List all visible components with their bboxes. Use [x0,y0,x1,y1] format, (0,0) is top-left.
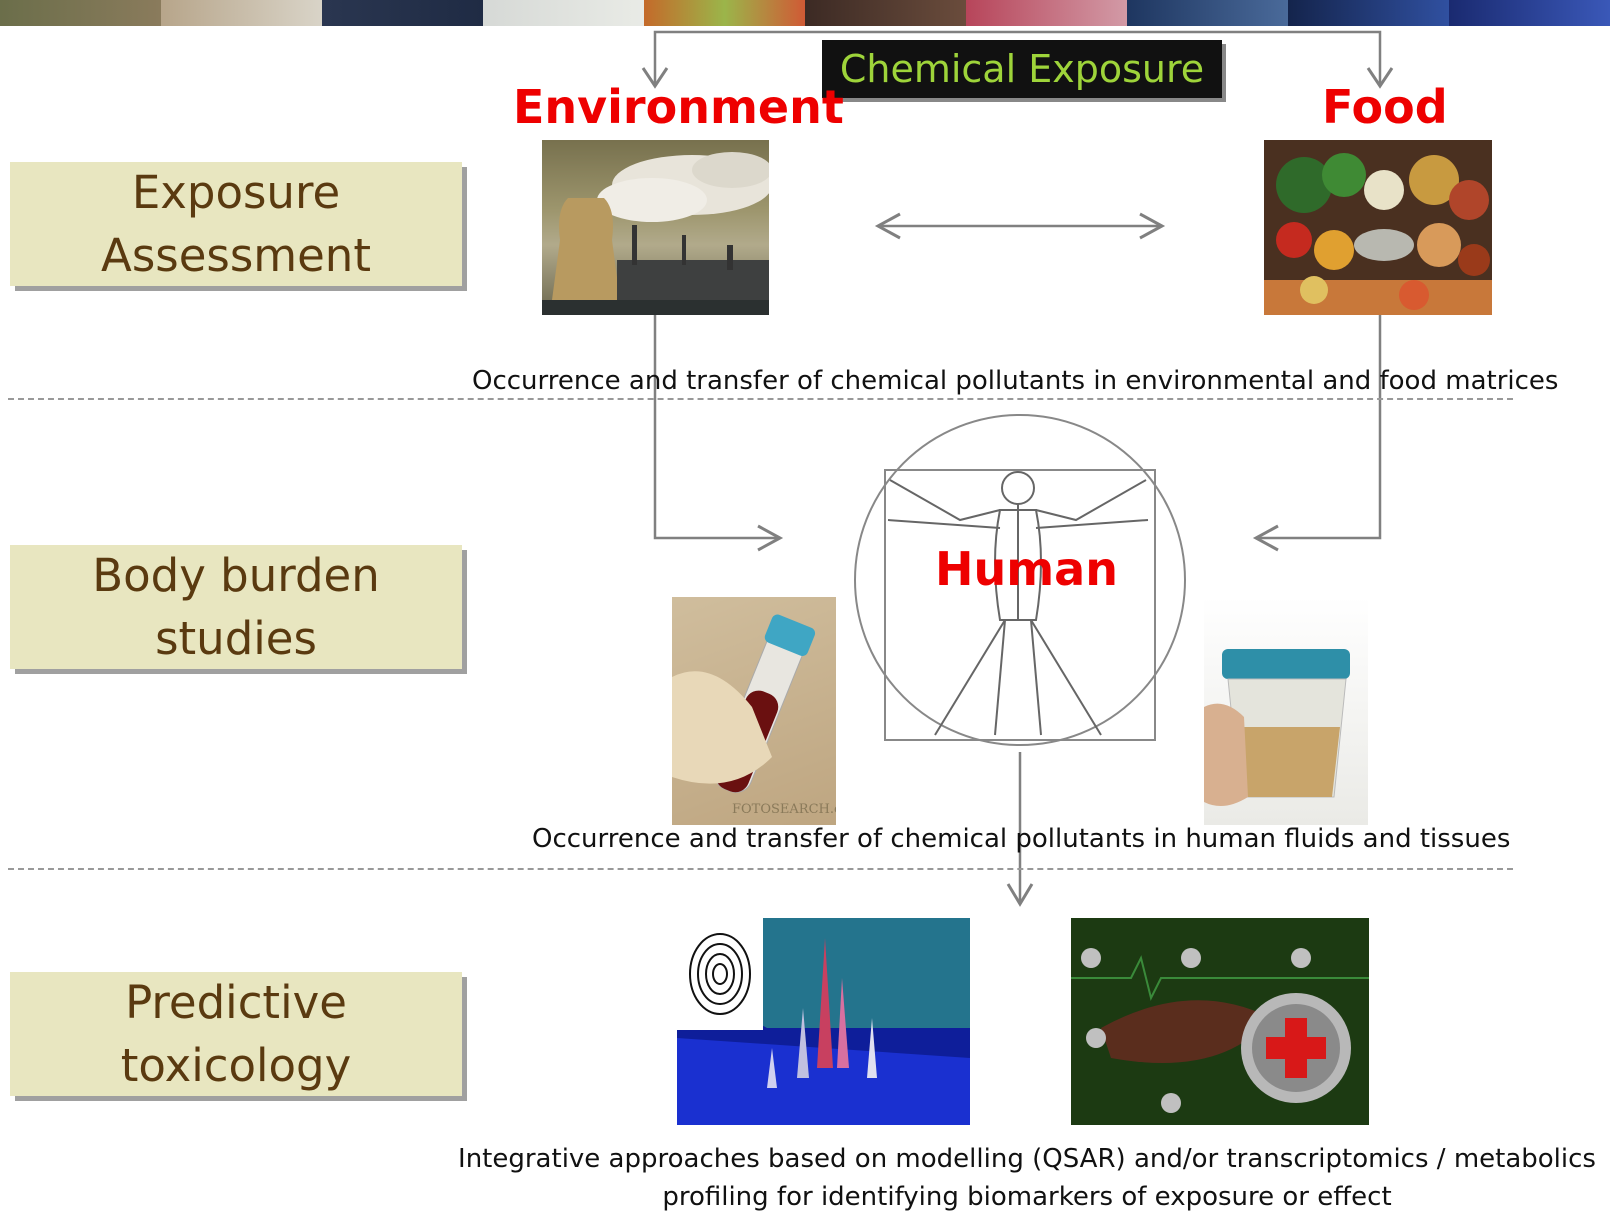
human-to-predictive-arrowhead [1006,883,1034,907]
urine-sample-photo [1204,597,1368,825]
caption-predictive-line2: profiling for identifying biomarkers of … [662,1182,1392,1212]
top-bracket-line [653,30,1382,84]
arrowhead-environment [641,67,669,89]
strip-photo [161,0,322,26]
food-photo [1264,140,1492,315]
strip-photo [1288,0,1449,26]
top-photo-strip [0,0,1610,26]
food-image [1264,140,1492,315]
stage-body-burden: Body burden studies [10,545,462,669]
medical-cross-image [1071,918,1369,1125]
environment-heading: Environment [513,80,844,134]
food-to-human-line [1258,315,1382,540]
strip-photo [805,0,966,26]
section-divider [8,868,1513,870]
env-to-human-arrowhead [757,524,784,552]
strip-photo [1127,0,1288,26]
modelling-plot-photo [677,918,970,1125]
section-divider [8,398,1513,400]
strip-photo [1449,0,1610,26]
double-arrow-left-head [874,212,901,240]
stage-predictive-toxicology: Predictive toxicology [10,972,462,1096]
chemical-exposure-title: Chemical Exposure [822,40,1222,98]
strip-photo [322,0,483,26]
blood-tube-image [672,597,836,825]
arrowhead-food [1366,67,1394,89]
strip-photo [0,0,161,26]
environment-photo [542,140,769,315]
caption-human-fluids: Occurrence and transfer of chemical poll… [532,824,1511,854]
caption-predictive: Integrative approaches based on modellin… [452,1140,1602,1216]
food-to-human-arrowhead [1252,524,1279,552]
3d-peak-plot-image [677,918,970,1125]
strip-photo [644,0,805,26]
env-to-human-line [653,315,778,540]
double-arrow-right-head [1139,212,1166,240]
strip-photo [483,0,644,26]
stage-exposure-assessment: Exposure Assessment [10,162,462,286]
caption-environment-food: Occurrence and transfer of chemical poll… [472,366,1559,396]
cooling-tower-image [542,140,769,315]
caption-predictive-line1: Integrative approaches based on modellin… [458,1144,1596,1174]
specimen-cup-image [1204,649,1350,806]
food-heading: Food [1322,80,1448,134]
blood-sample-photo: FOTOSEARCH.com [672,597,836,825]
strip-photo [966,0,1127,26]
watermark-text: FOTOSEARCH.com [732,802,836,817]
biomarker-photo [1071,918,1369,1125]
human-heading: Human [935,542,1118,596]
vitruvian-man-image [854,414,1186,746]
